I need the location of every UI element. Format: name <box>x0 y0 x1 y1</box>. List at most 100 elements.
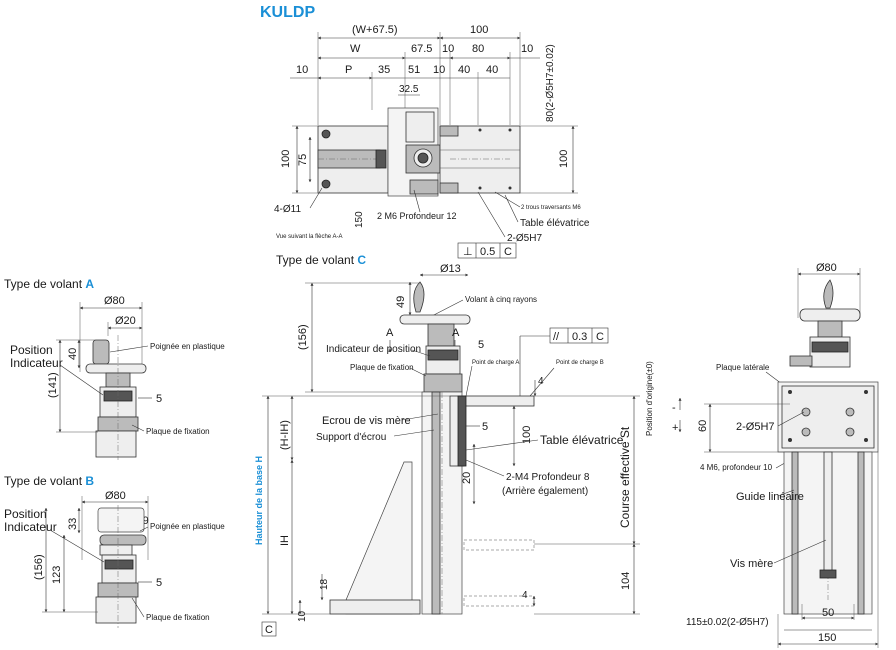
front-pin-holes: 2-Ø5H7 <box>736 421 775 433</box>
side-m4-depth: 2-M4 Profondeur 8 <box>506 472 590 483</box>
dim-p: P <box>345 64 352 76</box>
front-d80: Ø80 <box>816 262 837 274</box>
handle-a-d80: Ø80 <box>104 295 125 307</box>
side-lead-screw-nut: Ecrou de vis mère <box>322 415 411 427</box>
side-d4b: 4 <box>522 590 528 601</box>
handle-b-position-label: Position <box>4 507 47 521</box>
dim-10b: 10 <box>521 43 533 55</box>
handle-b-drawing: Ø80 Ø19 33 123 (156) Position Indicateur… <box>4 490 225 628</box>
side-base-height: Hauteur de la base H <box>254 456 264 545</box>
handle-a-plate: Plaque de fixation <box>146 427 210 436</box>
side-d4a: 4 <box>538 376 544 387</box>
dim-w-plus: (W+67.5) <box>352 24 398 36</box>
front-linear-guide: Guide linéaire <box>736 491 804 503</box>
gdt-tol-0-5: 0.5 <box>480 246 495 258</box>
handle-b-d5: 5 <box>156 577 162 589</box>
dim-51: 51 <box>408 64 420 76</box>
dim-40a: 40 <box>458 64 470 76</box>
side-origin: Position d'origine(±0) <box>645 361 654 436</box>
handle-a-drawing: Ø80 Ø20 40 (141) Position Indicateur Poi… <box>10 295 225 460</box>
handle-a-d141: (141) <box>47 372 59 398</box>
side-d10: 10 <box>297 610 308 622</box>
side-load-b: Point de charge B <box>556 360 604 366</box>
handle-b-d33: 33 <box>67 518 79 530</box>
side-datum-c: C <box>265 624 273 636</box>
gdt-perpendicular: ⊥ <box>463 246 473 258</box>
handle-type-labels: Type de volant A Type de volant B Type d… <box>4 253 366 488</box>
handle-a-grip: Poignée en plastique <box>150 342 225 351</box>
handle-a-indicator-label: Indicateur <box>10 356 63 370</box>
handle-type-b-label: Type de volant B <box>4 474 94 488</box>
view-arrow-note: Vue suivant la flèche A-A <box>276 234 342 240</box>
side-table-label: Table élévatrice <box>540 433 624 447</box>
side-d104: 104 <box>620 572 632 590</box>
dim-80-pins: 80(2-Ø5H7±0.02) <box>545 44 556 122</box>
front-side-plate: Plaque latérale <box>716 363 770 372</box>
side-d20: 20 <box>461 472 473 484</box>
front-d150: 150 <box>818 632 836 644</box>
side-h-minus-ih: (H-IH) <box>279 420 291 450</box>
dim-67-5: 67.5 <box>411 43 432 55</box>
handle-b-d80: Ø80 <box>105 490 126 502</box>
handle-a-d40: 40 <box>67 348 79 360</box>
callout-table-elevatrice: Table élévatrice <box>520 218 590 229</box>
side-view: Ø13 49 Volant à cinq rayons A A 5 (156) … <box>254 263 682 637</box>
dim-100-left: 100 <box>280 150 292 168</box>
front-m6-depth: 4 M6, profondeur 10 <box>700 463 773 472</box>
dim-75: 75 <box>297 154 309 166</box>
callout-through-holes: 2 trous traversants M6 <box>521 205 581 211</box>
side-ih: IH <box>279 535 291 546</box>
side-d100: 100 <box>521 426 533 444</box>
callout-pin-holes: 2-Ø5H7 <box>507 233 542 244</box>
side-wheel-label: Volant à cinq rayons <box>465 295 537 304</box>
front-d50: 50 <box>822 607 834 619</box>
gdt-parallel: // <box>553 331 560 343</box>
dim-100-top: 100 <box>470 24 488 36</box>
side-d49: 49 <box>395 296 407 308</box>
side-d5: 5 <box>478 339 484 351</box>
side-d156: (156) <box>297 324 309 350</box>
front-d60: 60 <box>697 420 709 432</box>
dim-32-5: 32.5 <box>399 84 419 95</box>
dim-w: W <box>350 43 361 55</box>
dim-10a: 10 <box>442 43 454 55</box>
side-load-a: Point de charge A <box>472 360 519 366</box>
dim-100-right: 100 <box>558 150 570 168</box>
dim-10c: 10 <box>296 64 308 76</box>
side-d5b: 5 <box>482 421 488 433</box>
handle-a-position-label: Position <box>10 343 53 357</box>
gdt-datum-c: C <box>504 246 512 258</box>
handle-b-grip: Poignée en plastique <box>150 522 225 531</box>
callout-4-holes: 4-Ø11 <box>274 204 301 215</box>
side-d18: 18 <box>319 578 330 590</box>
handle-a-d20: Ø20 <box>115 315 136 327</box>
handle-a-d5: 5 <box>156 393 162 405</box>
side-pos-indicator: Indicateur de position <box>326 344 421 355</box>
side-nut-support: Support d'écrou <box>316 432 386 443</box>
side-d13: Ø13 <box>440 263 461 275</box>
dim-10d: 10 <box>433 64 445 76</box>
product-title: KULDP <box>260 4 315 21</box>
handle-b-indicator-label: Indicateur <box>4 520 57 534</box>
side-m4-rear: (Arrière également) <box>502 486 588 497</box>
gdt-datum-c-side: C <box>596 331 604 343</box>
front-view: Ø80 Plaque latérale 60 2-Ø5H7 4 M6, prof… <box>686 262 879 648</box>
side-arrow-a2: A <box>452 327 460 339</box>
dim-35: 35 <box>378 64 390 76</box>
gdt-tol-0-3: 0.3 <box>572 331 587 343</box>
side-arrow-a1: A <box>386 327 394 339</box>
dim-40b: 40 <box>486 64 498 76</box>
handle-b-d123: 123 <box>51 566 63 584</box>
dim-150: 150 <box>354 211 365 228</box>
side-plus: + <box>672 422 678 434</box>
front-d115: 115±0.02(2-Ø5H7) <box>686 617 769 628</box>
handle-type-c-label: Type de volant C <box>276 253 366 267</box>
top-view: (W+67.5) 100 W 67.5 10 80 10 10 P 35 51 … <box>274 24 590 259</box>
side-fix-plate: Plaque de fixation <box>350 363 414 372</box>
side-stroke: Course effective St <box>618 426 632 528</box>
dim-80: 80 <box>472 43 484 55</box>
handle-b-plate: Plaque de fixation <box>146 613 210 622</box>
side-minus: - <box>672 402 676 414</box>
front-lead-screw: Vis mère <box>730 558 773 570</box>
